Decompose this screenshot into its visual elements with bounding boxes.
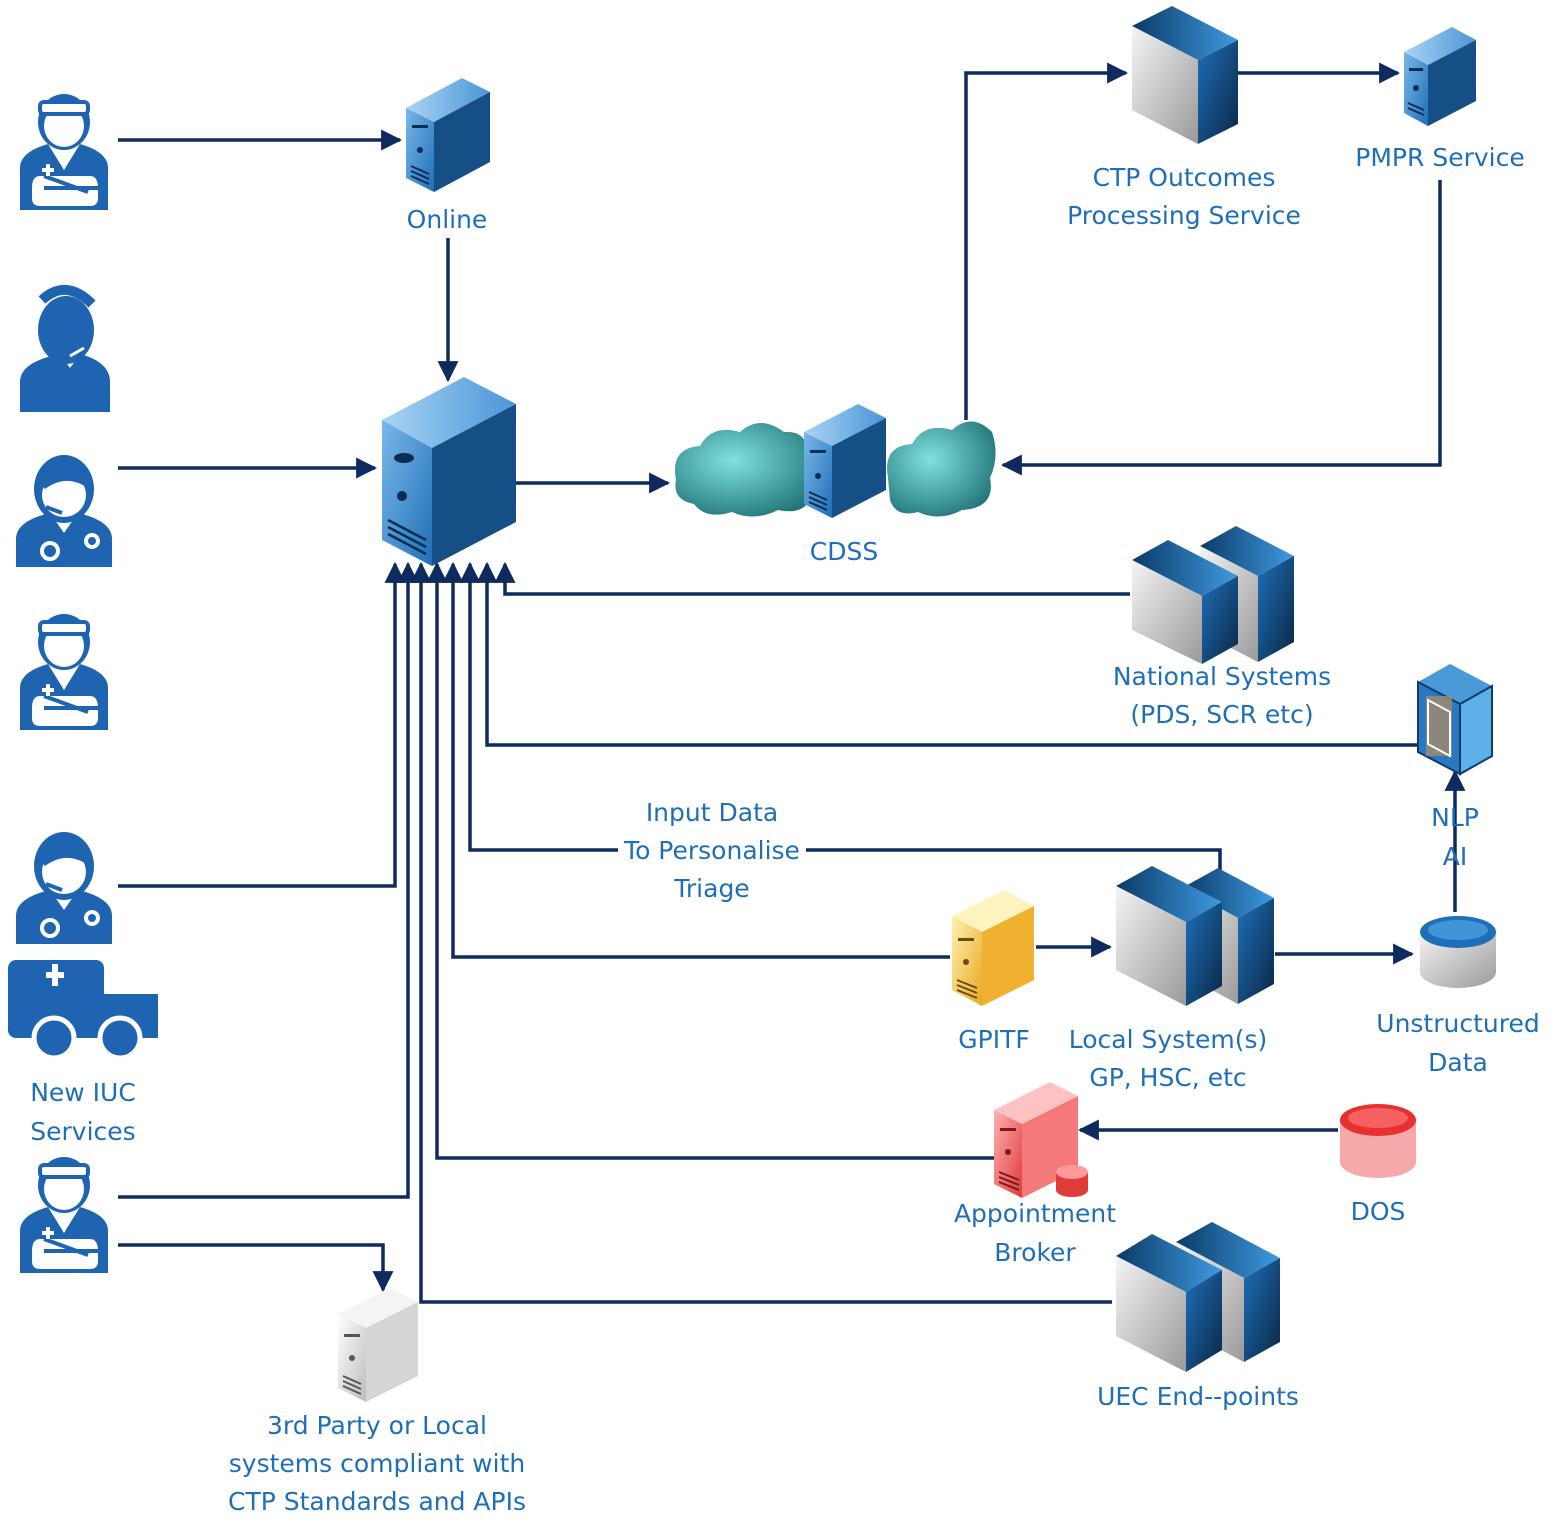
main-server-icon (382, 377, 516, 566)
ambulance-icon (8, 960, 158, 1061)
headset-clinician-icon (16, 832, 112, 944)
appointment-broker-label-line1: Appointment (954, 1199, 1116, 1228)
pmpr-label: PMPR Service (1355, 143, 1524, 172)
labels: Online CTP Outcomes Processing Service P… (30, 143, 1540, 1516)
cdss-label: CDSS (810, 537, 878, 566)
ctp-outcomes-server-icon (1132, 6, 1238, 144)
online-label: Online (407, 205, 488, 234)
connector-gpitf-to-main (442, 561, 950, 959)
connector-callhandler2-to-main (118, 561, 406, 888)
clinician-icon (20, 94, 108, 210)
nlp-label-line1: NLP (1431, 803, 1479, 832)
national-systems-label-line2: (PDS, SCR etc) (1130, 700, 1313, 729)
dos-disk-icon (1340, 1104, 1416, 1178)
cdss-cloud-icon (675, 421, 996, 517)
national-systems-label-line1: National Systems (1113, 662, 1331, 691)
nlp-ai-rack-icon (1417, 664, 1493, 776)
uec-endpoints-label: UEC End--points (1097, 1382, 1299, 1411)
call-handler-icon (20, 285, 110, 412)
connector-national-to-main (494, 561, 1130, 596)
uec-endpoints-server-icon (1116, 1222, 1280, 1372)
new-iuc-label-line2: Services (30, 1117, 135, 1146)
online-server-icon (406, 78, 490, 192)
third-party-label-line3: CTP Standards and APIs (228, 1487, 526, 1516)
input-data-label-line1: Input Data (646, 798, 778, 827)
unstructured-data-disk-icon (1420, 916, 1496, 988)
pmpr-server-icon (1404, 27, 1476, 126)
dos-label: DOS (1351, 1197, 1406, 1226)
gpitf-label: GPITF (958, 1025, 1029, 1054)
new-iuc-label-line1: New IUC (30, 1078, 136, 1107)
connector-clinician3-to-main (118, 561, 419, 1199)
third-party-label-line2: systems compliant with (229, 1449, 525, 1478)
local-systems-server-icon (1116, 866, 1274, 1006)
national-systems-server-icon (1132, 526, 1294, 664)
appointment-broker-label-line2: Broker (994, 1238, 1076, 1267)
unstructured-data-label-line1: Unstructured (1376, 1009, 1539, 1038)
local-systems-label-line1: Local System(s) (1069, 1025, 1268, 1054)
input-data-label-line3: Triage (673, 874, 749, 903)
clinician-icon (20, 1157, 108, 1273)
connector-local-to-main (459, 561, 1222, 870)
appointment-broker-server-icon (994, 1082, 1088, 1198)
third-party-server-icon (338, 1288, 418, 1402)
gpitf-server-icon (952, 890, 1034, 1006)
connector-cdss-to-ctp-outcomes (964, 62, 1129, 420)
connector-appointment-to-main (426, 561, 995, 1160)
connector-uec-to-main (410, 561, 1112, 1304)
unstructured-data-label-line2: Data (1428, 1048, 1488, 1077)
connectors (118, 62, 1466, 1304)
nlp-label-line2: AI (1443, 842, 1467, 871)
local-systems-label-line2: GP, HSC, etc (1089, 1063, 1246, 1092)
connector-clinician3-to-thirdparty (118, 1243, 394, 1293)
third-party-label-line1: 3rd Party or Local (267, 1411, 487, 1440)
connector-pmpr-to-cdss (1000, 180, 1442, 476)
cdss-server-icon (804, 404, 886, 518)
clinician-icon (20, 614, 108, 730)
headset-clinician-icon (16, 455, 112, 567)
input-data-label-line2: To Personalise (623, 836, 800, 865)
connector-nlp-to-main (476, 561, 1420, 747)
ctp-outcomes-label-line1: CTP Outcomes (1093, 163, 1276, 192)
ctp-outcomes-label-line2: Processing Service (1067, 201, 1301, 230)
